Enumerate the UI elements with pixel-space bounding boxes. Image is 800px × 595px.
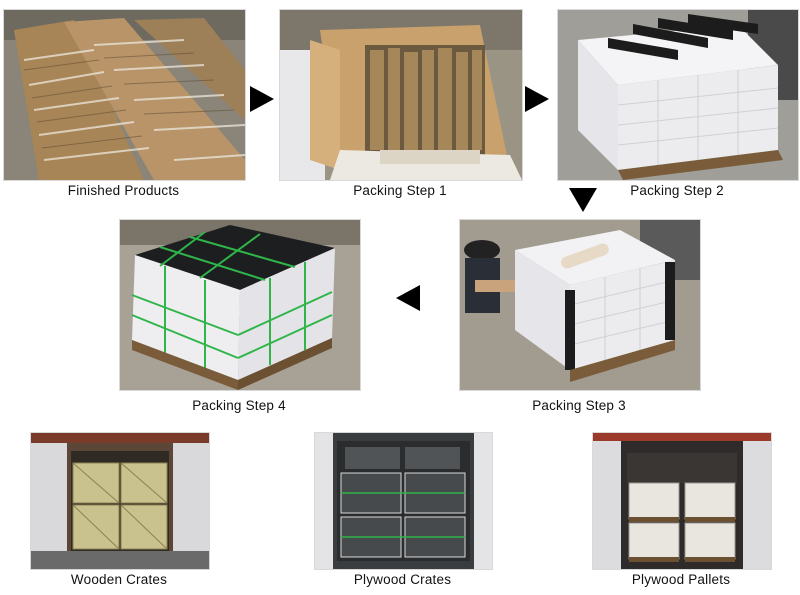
wooden-crates-photo [30, 432, 210, 570]
arrow-left-icon [396, 285, 420, 311]
finished-products-caption: Finished Products [67, 183, 180, 198]
wooden-crates-caption: Wooden Crates [70, 572, 168, 587]
packing-step-1-caption: Packing Step 1 [353, 183, 447, 198]
plywood-crates-caption: Plywood Crates [353, 572, 452, 587]
packing-step-2-caption: Packing Step 2 [630, 183, 724, 198]
plywood-pallets-caption: Plywood Pallets [631, 572, 731, 587]
plywood-pallets-photo [592, 432, 772, 570]
packing-step-3-caption: Packing Step 3 [532, 398, 626, 413]
arrow-down-icon [569, 188, 597, 212]
finished-products-photo [3, 9, 246, 181]
packing-step-2-photo [557, 9, 799, 181]
arrow-right-icon [525, 86, 549, 112]
packing-step-1-photo [279, 9, 523, 181]
packing-step-3-photo [459, 219, 701, 391]
packing-step-4-photo [119, 219, 361, 391]
arrow-right-icon [250, 86, 274, 112]
plywood-crates-photo [314, 432, 493, 570]
packing-step-4-caption: Packing Step 4 [192, 398, 286, 413]
